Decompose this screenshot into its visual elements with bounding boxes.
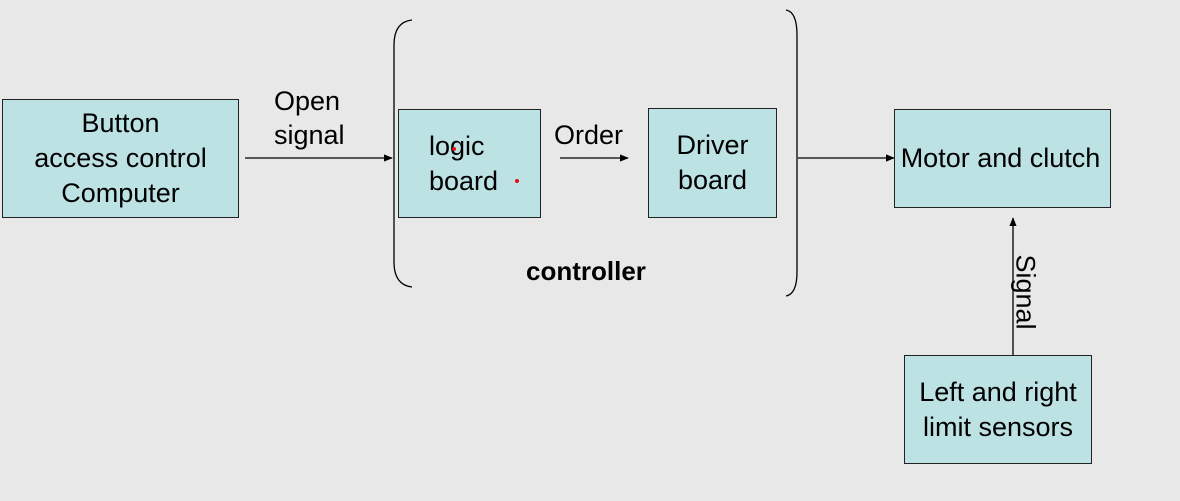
box-line-2: access control bbox=[34, 143, 207, 173]
open-signal-line-2: signal bbox=[274, 120, 345, 150]
controller-label: controller bbox=[526, 256, 646, 286]
controller-bracket-right bbox=[785, 9, 798, 297]
logic-board-line-2: board bbox=[429, 165, 499, 196]
driver-board-line-1: Driver bbox=[676, 130, 749, 160]
controller-bracket-left bbox=[393, 19, 413, 288]
open-signal-line-1: Open bbox=[274, 86, 341, 116]
button-access-control-computer-box: Button access control Computer bbox=[2, 99, 239, 218]
driver-board-box: Driver board bbox=[648, 108, 777, 218]
order-label: Order bbox=[554, 120, 624, 150]
sensors-line-1: Left and right bbox=[919, 376, 1077, 407]
logic-board-line-1: logic bbox=[429, 130, 485, 161]
driver-board-line-2: board bbox=[677, 165, 748, 195]
red-dot-marker bbox=[452, 147, 456, 151]
sensors-line-2: limit sensors bbox=[922, 411, 1074, 442]
box-line-3: Computer bbox=[61, 178, 180, 208]
limit-sensors-box: Left and right limit sensors bbox=[904, 355, 1092, 464]
signal-label: Signal bbox=[1010, 254, 1041, 330]
logic-board-box: logic board bbox=[398, 109, 541, 218]
motor-box-text: Motor and clutch bbox=[900, 143, 1101, 173]
red-dot-marker bbox=[515, 179, 519, 183]
open-signal-label: Open signal bbox=[274, 84, 345, 152]
box-line-1: Button bbox=[81, 108, 160, 138]
motor-and-clutch-box: Motor and clutch bbox=[894, 109, 1111, 208]
